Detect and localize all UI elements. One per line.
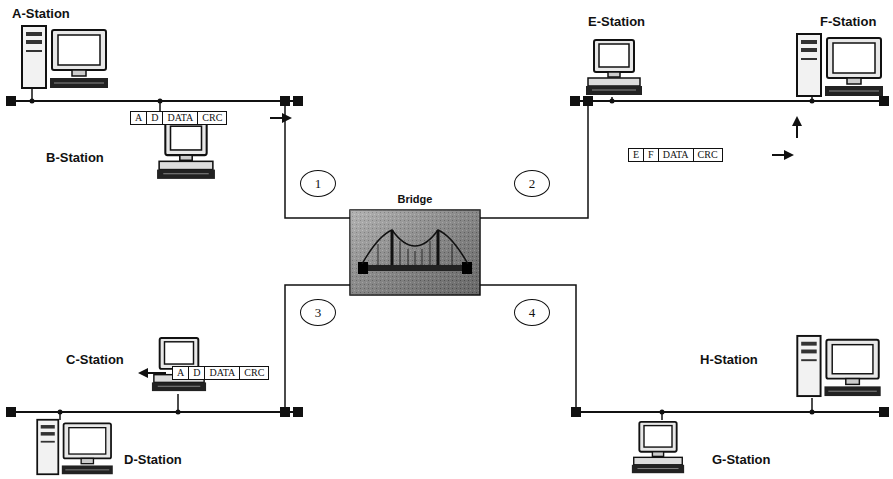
- callout-number: 1: [315, 176, 322, 192]
- bridge-picture: [350, 210, 480, 295]
- callout-number: 2: [529, 176, 536, 192]
- data-frame: ADDATACRC: [172, 366, 269, 380]
- data-frame: ADDATACRC: [130, 111, 227, 125]
- lan-bus: [12, 101, 886, 412]
- bridge-title: Bridge: [350, 192, 480, 206]
- data-frame: EFDATACRC: [628, 148, 723, 162]
- bridge-link: [285, 101, 588, 412]
- station-label: D-Station: [124, 452, 182, 467]
- server-icon: [797, 34, 883, 96]
- frame-field: F: [644, 149, 659, 161]
- frame-field: CRC: [240, 367, 268, 379]
- callout-number: 3: [315, 305, 322, 321]
- frame-field: E: [629, 149, 644, 161]
- frame-field: A: [173, 367, 189, 379]
- server-icon: [797, 336, 880, 396]
- frame-field: A: [131, 112, 147, 124]
- frame-field: DATA: [659, 149, 694, 161]
- station-label: E-Station: [588, 14, 645, 29]
- station-label: B-Station: [46, 150, 104, 165]
- station-label: H-Station: [700, 352, 758, 367]
- server-icon: [22, 26, 108, 88]
- callout-circle: 1: [300, 170, 336, 197]
- frame-field: DATA: [163, 112, 198, 124]
- workstation-icon: [586, 40, 642, 95]
- bridge-box: Bridge: [350, 192, 480, 295]
- workstation-icon: [157, 122, 215, 179]
- frame-field: CRC: [198, 112, 226, 124]
- station-tap: [32, 88, 812, 420]
- tap-dot: [30, 99, 815, 415]
- station-label: F-Station: [820, 14, 876, 29]
- workstation-icon: [632, 422, 684, 473]
- terminator: [6, 96, 889, 417]
- server-icon: [37, 420, 113, 474]
- frame-field: D: [147, 112, 163, 124]
- callout-number: 4: [529, 305, 536, 321]
- station-label: C-Station: [66, 352, 124, 367]
- station-label: A-Station: [12, 6, 70, 21]
- callout-circle: 2: [514, 170, 550, 197]
- callout-circle: 3: [300, 299, 336, 326]
- frame-field: DATA: [205, 367, 240, 379]
- station-label: G-Station: [712, 452, 771, 467]
- direction-arrow: [138, 113, 802, 378]
- callout-circle: 4: [514, 299, 550, 326]
- frame-field: D: [189, 367, 205, 379]
- workstation-icon: [152, 338, 206, 391]
- frame-field: CRC: [694, 149, 722, 161]
